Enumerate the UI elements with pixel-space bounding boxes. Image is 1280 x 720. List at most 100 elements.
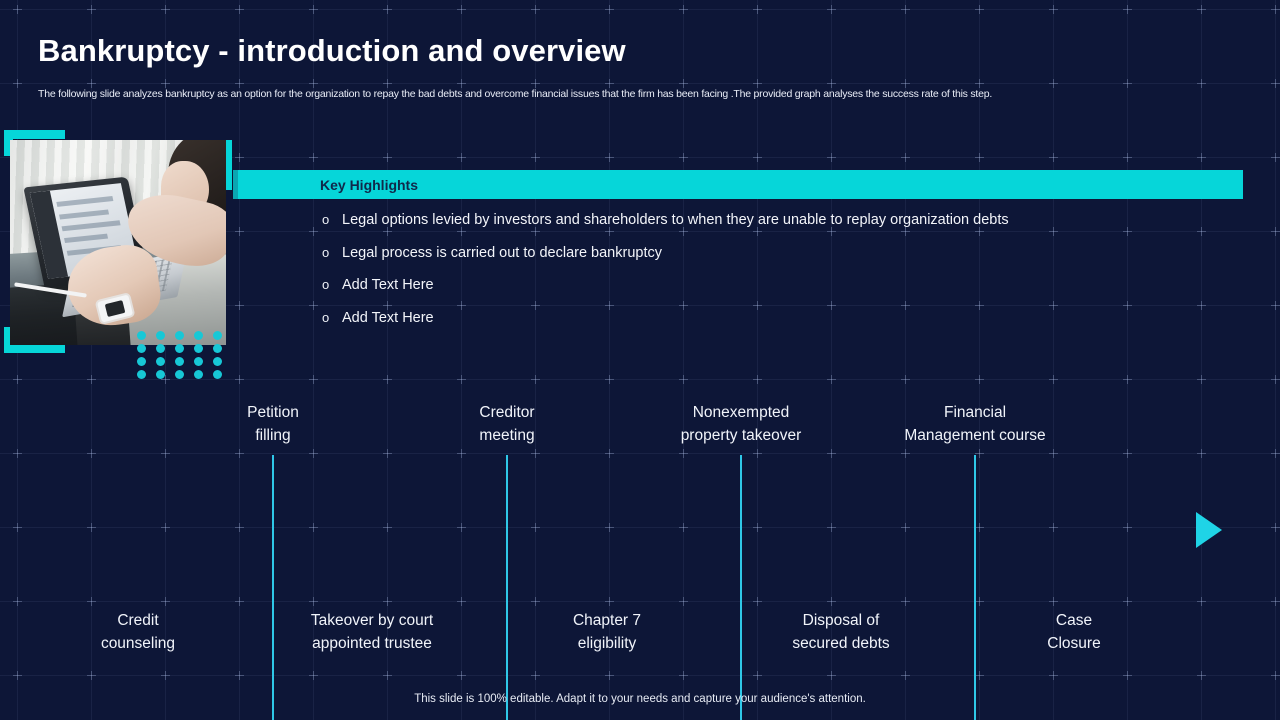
grid-cross-tick (1049, 79, 1058, 88)
grid-cross-tick (827, 5, 836, 14)
timeline-label-line2: appointed trustee (312, 634, 432, 652)
grid-cross-tick (531, 153, 540, 162)
grid-cross-tick (457, 5, 466, 14)
page-subtitle: The following slide analyzes bankruptcy … (38, 88, 993, 100)
grid-cross-tick (1271, 227, 1280, 236)
grid-cross-tick (975, 153, 984, 162)
timeline-label-line1: Petition (247, 404, 299, 421)
grid-cross-tick (1197, 153, 1206, 162)
grid-cross-tick (901, 79, 910, 88)
decorative-dot (194, 344, 203, 353)
timeline-connector (740, 455, 742, 720)
grid-cross-tick (87, 5, 96, 14)
grid-cross-tick (531, 5, 540, 14)
grid-cross-tick (679, 79, 688, 88)
timeline-connector (272, 455, 274, 720)
grid-cross-tick (457, 79, 466, 88)
key-highlight-text: Legal process is carried out to declare … (342, 244, 662, 261)
grid-cross-tick (383, 79, 392, 88)
grid-cross-tick (679, 153, 688, 162)
grid-cross-tick (235, 227, 244, 236)
grid-cross-tick (457, 153, 466, 162)
timeline-label-line1: Disposal of (802, 612, 880, 629)
timeline-label-line1: Financial (943, 404, 1007, 421)
grid-cross-tick (531, 79, 540, 88)
grid-cross-tick (753, 671, 762, 680)
grid-cross-tick (235, 153, 244, 162)
timeline-label-line2: Management course (904, 426, 1046, 444)
timeline-label-line2: meeting (479, 426, 535, 444)
decorative-dot (213, 344, 222, 353)
decorative-dot (137, 344, 146, 353)
footer-note: This slide is 100% editable. Adapt it to… (414, 693, 866, 705)
photo-bracket-right (223, 140, 232, 190)
key-highlights-bar-left-edge (233, 170, 238, 199)
grid-cross-tick (1123, 79, 1132, 88)
grid-cross-tick (161, 79, 170, 88)
timeline-label-line2: filling (255, 426, 291, 444)
grid-cross-tick (605, 79, 614, 88)
grid-cross-tick (235, 301, 244, 310)
grid-cross-tick (1197, 79, 1206, 88)
grid-cross-tick (1271, 153, 1280, 162)
timeline-label-line1: Case (1055, 612, 1093, 629)
grid-cross-tick (457, 671, 466, 680)
timeline-label-line1: Chapter 7 (572, 612, 642, 629)
decorative-dot (156, 344, 165, 353)
grid-cross-tick (1271, 5, 1280, 14)
grid-cross-tick (235, 79, 244, 88)
bullet-marker-icon: o (322, 277, 330, 292)
grid-cross-tick (901, 5, 910, 14)
grid-cross-tick (753, 5, 762, 14)
grid-cross-tick (87, 79, 96, 88)
grid-cross-tick (1271, 301, 1280, 310)
grid-cross-tick (901, 671, 910, 680)
decorative-dot (213, 370, 222, 379)
timeline-label-3: Takeover by court appointed trustee (262, 610, 482, 656)
timeline-label-6: Nonexempted property takeover (631, 402, 851, 448)
grid-cross-tick (309, 227, 318, 236)
grid-cross-tick (975, 671, 984, 680)
timeline-connector (974, 455, 976, 720)
page-title: Bankruptcy - introduction and overview (38, 33, 626, 68)
decorative-dot (175, 357, 184, 366)
timeline-arrow-icon (1196, 512, 1222, 548)
grid-cross-tick (161, 5, 170, 14)
decorative-dot (156, 357, 165, 366)
decorative-dot (194, 357, 203, 366)
timeline-label-line2: property takeover (680, 426, 802, 444)
grid-cross-tick (1197, 5, 1206, 14)
grid-cross-tick (1197, 671, 1206, 680)
grid-cross-tick (827, 153, 836, 162)
timeline-label-line1: Creditor (479, 404, 535, 421)
timeline-label-2: Petition filling (163, 402, 383, 448)
decorative-dot (137, 357, 146, 366)
grid-cross-tick (1123, 5, 1132, 14)
key-highlight-text: Add Text Here (342, 309, 434, 326)
decorative-dot (137, 331, 146, 340)
grid-cross-tick (605, 5, 614, 14)
decorative-dot (175, 344, 184, 353)
bullet-marker-icon: o (322, 212, 330, 227)
bullet-marker-icon: o (322, 244, 330, 260)
grid-cross-tick (1271, 671, 1280, 680)
grid-cross-tick (1049, 671, 1058, 680)
grid-cross-tick (1271, 79, 1280, 88)
grid-cross-tick (1123, 671, 1132, 680)
grid-cross-tick (975, 79, 984, 88)
key-highlight-text: Add Text Here (342, 277, 434, 293)
grid-cross-tick (309, 671, 318, 680)
grid-cross-tick (13, 5, 22, 14)
timeline-label-line1: Takeover by court (310, 612, 434, 629)
grid-cross-tick (605, 671, 614, 680)
timeline-label-line1: Nonexempted (692, 404, 790, 421)
grid-cross-tick (309, 79, 318, 88)
grid-cross-tick (13, 671, 22, 680)
